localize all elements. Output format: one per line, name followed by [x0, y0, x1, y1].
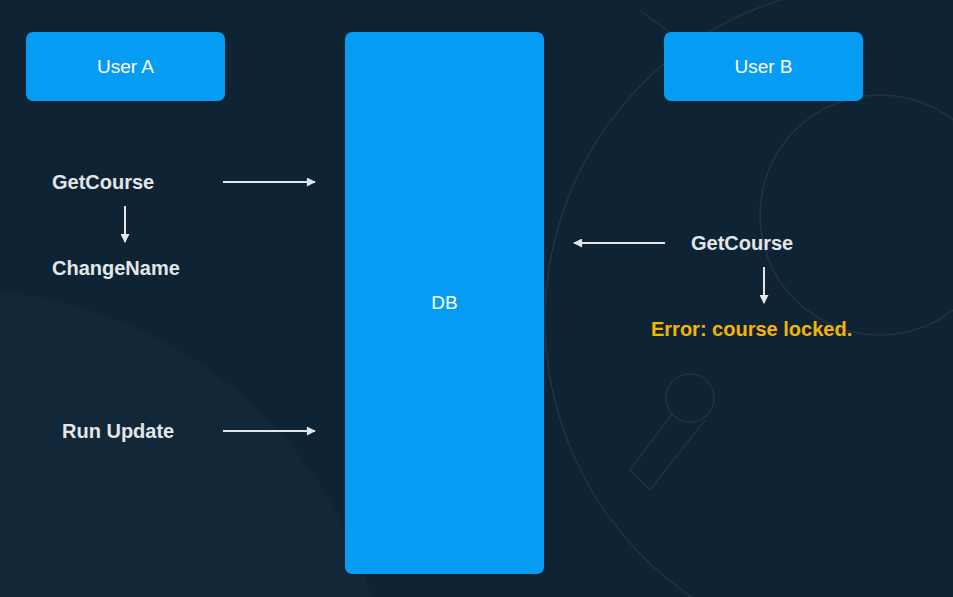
step-text: Error: course locked. [651, 317, 852, 341]
step-label: GetCourse [52, 170, 154, 194]
step-label: Run Update [62, 419, 174, 443]
keyhole [666, 374, 714, 422]
step-text: ChangeName [52, 256, 180, 280]
box-label: User B [734, 55, 792, 79]
step-label: ChangeName [52, 256, 180, 280]
lock-outline [545, 0, 953, 597]
actor-box: User B [664, 32, 863, 101]
error-message: Error: course locked. [651, 317, 852, 341]
step-text: GetCourse [691, 231, 793, 255]
flow-arrow [223, 181, 315, 183]
step-text: GetCourse [52, 170, 154, 194]
database-box: DB [345, 32, 544, 574]
key-stem [630, 414, 705, 490]
box-label: User A [97, 55, 154, 79]
lock-shackle [760, 95, 953, 335]
actor-box: User A [26, 32, 225, 101]
flow-arrow [763, 267, 765, 303]
step-label: GetCourse [691, 231, 793, 255]
box-label: DB [431, 291, 457, 315]
background-glow [0, 290, 390, 597]
flow-arrow [124, 206, 126, 242]
flow-arrow [574, 242, 665, 244]
flow-arrow [223, 430, 315, 432]
step-text: Run Update [62, 419, 174, 443]
